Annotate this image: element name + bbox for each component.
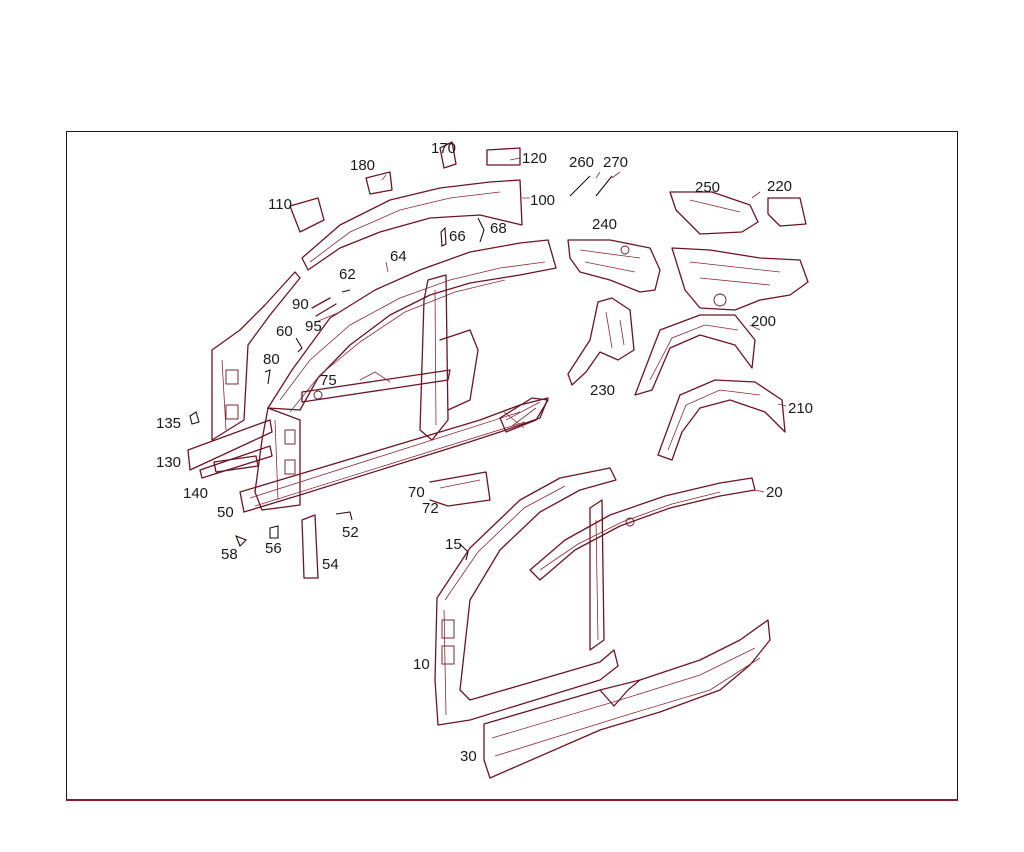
rear-inner-panels [567, 175, 661, 386]
callout-270: 270 [603, 154, 628, 171]
callout-100: 100 [530, 192, 555, 209]
callout-135: 135 [156, 415, 181, 432]
callout-50: 50 [217, 504, 234, 521]
callout-240: 240 [592, 216, 617, 233]
callout-75: 75 [320, 372, 337, 389]
callout-170: 170 [431, 140, 456, 157]
callout-200: 200 [751, 313, 776, 330]
callout-60: 60 [276, 323, 293, 340]
callout-140: 140 [183, 485, 208, 502]
front-pillar-inner [187, 271, 301, 479]
callout-95: 95 [305, 318, 322, 335]
small-parts [189, 217, 491, 579]
callout-72: 72 [422, 500, 439, 517]
callout-250: 250 [695, 179, 720, 196]
callout-220: 220 [767, 178, 792, 195]
rocker-panel [483, 619, 771, 779]
callout-230: 230 [590, 382, 615, 399]
callout-130: 130 [156, 454, 181, 471]
callout-68: 68 [490, 220, 507, 237]
outer-side-panel [434, 467, 756, 726]
diagram-frame [66, 131, 958, 801]
callout-260: 260 [569, 154, 594, 171]
callout-56: 56 [265, 540, 282, 557]
callout-62: 62 [339, 266, 356, 283]
callout-20: 20 [766, 484, 783, 501]
callout-10: 10 [413, 656, 430, 673]
leader-lines [381, 157, 787, 493]
callout-66: 66 [449, 228, 466, 245]
callout-90: 90 [292, 296, 309, 313]
callout-80: 80 [263, 351, 280, 368]
callout-15: 15 [445, 536, 462, 553]
callout-58: 58 [221, 546, 238, 563]
callout-180: 180 [350, 157, 375, 174]
callout-110: 110 [268, 196, 292, 213]
callout-210: 210 [788, 400, 813, 417]
upper-roof-rail [289, 141, 523, 271]
callout-120: 120 [522, 150, 547, 167]
inner-side-frame [239, 239, 557, 513]
callout-64: 64 [390, 248, 407, 265]
rear-quarter-assembly [634, 191, 809, 461]
callout-labels: 170 120 180 260 270 100 250 220 110 66 6… [156, 140, 813, 765]
callout-70: 70 [408, 484, 425, 501]
callout-30: 30 [460, 748, 477, 765]
callout-52: 52 [342, 524, 359, 541]
callout-54: 54 [322, 556, 339, 573]
